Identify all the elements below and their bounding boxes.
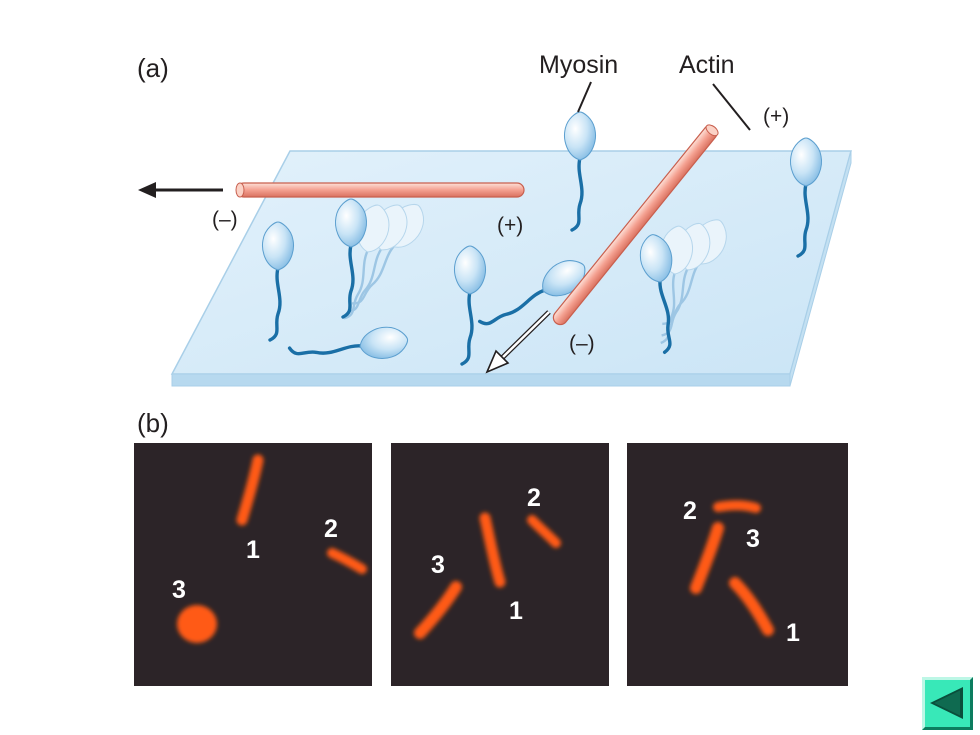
fluorescent-filament: [729, 577, 774, 636]
actin-filament-horizontal: [235, 182, 525, 198]
filament-label: 2: [527, 484, 541, 512]
back-button[interactable]: [922, 677, 973, 730]
actin-minus-end-label: (–): [212, 208, 238, 231]
fluorescent-filament: [177, 605, 217, 643]
movement-arrow-down-left: [485, 310, 551, 374]
filament-label: 3: [746, 525, 760, 553]
actin-diagonal-minus-end-label: (–): [569, 332, 595, 355]
actin-diagonal-plus-end-label: (+): [763, 105, 789, 128]
actin-filament-diagonal: [552, 124, 719, 326]
filament-label: 1: [246, 536, 260, 564]
triangle-left-icon: [930, 687, 963, 719]
filament-label: 2: [683, 497, 697, 525]
filament-label: 3: [431, 551, 445, 579]
fluorescent-filament: [414, 581, 462, 639]
fluorescent-filament: [527, 515, 561, 548]
filament-label: 3: [172, 576, 186, 604]
filament-label: 1: [786, 619, 800, 647]
actin-label: Actin: [679, 51, 735, 79]
fluorescent-filament: [713, 500, 761, 513]
filament-label: 2: [324, 515, 338, 543]
myosin-leader-line: [577, 81, 592, 113]
filament-label: 1: [509, 597, 523, 625]
micrograph-frame-3: 2 3 1: [627, 443, 848, 686]
fluorescent-filament: [479, 512, 506, 588]
panel-a-label: (a): [137, 53, 169, 83]
micrograph-frame-1: 1 2 3: [134, 443, 372, 686]
fluorescent-filament: [690, 522, 724, 594]
panel-b-label: (b): [137, 408, 169, 438]
actin-leader-line: [712, 83, 751, 131]
myosin-label: Myosin: [539, 51, 618, 79]
movement-arrow-left: [138, 182, 223, 198]
actin-plus-end-label: (+): [497, 214, 523, 237]
fluorescent-filament: [236, 454, 264, 526]
micrograph-frame-2: 2 3 1: [391, 443, 609, 686]
fluorescent-filament: [327, 548, 367, 574]
